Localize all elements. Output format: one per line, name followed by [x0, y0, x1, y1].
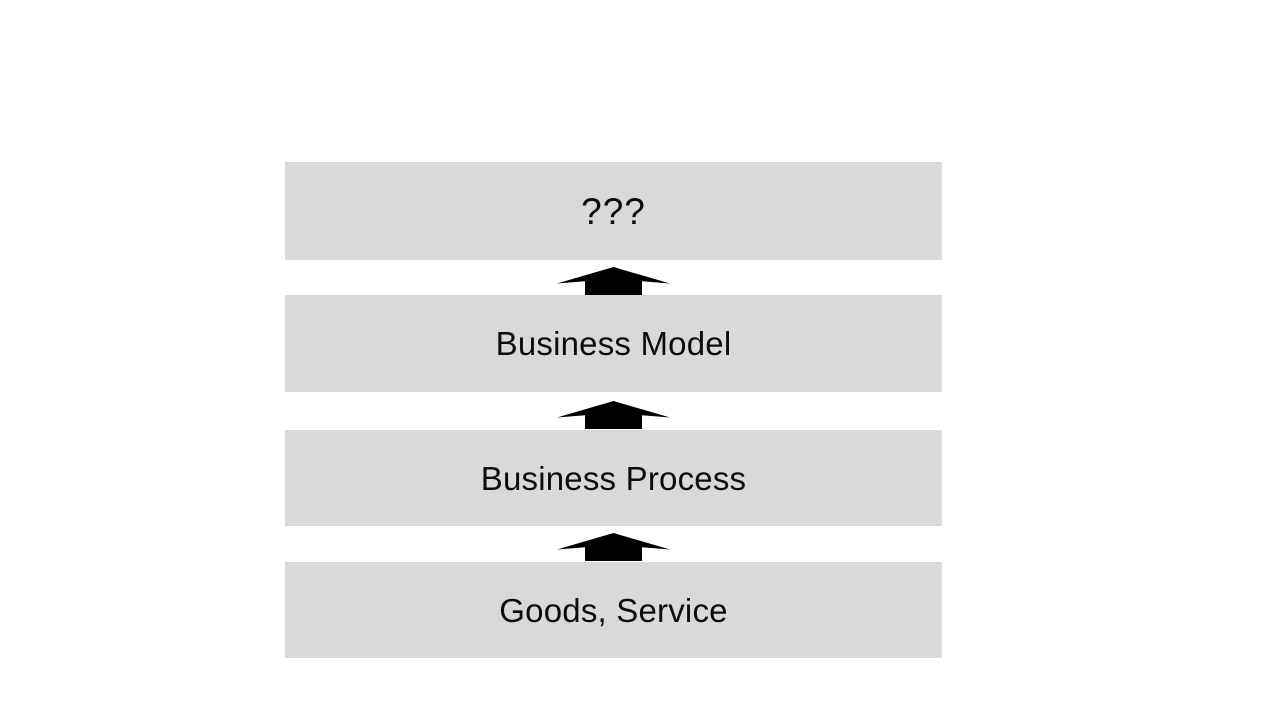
hierarchy-diagram: ??? Business Model Business Process Good… [285, 162, 942, 658]
level-box-goods-service[interactable]: Goods, Service [285, 562, 942, 658]
level-label-business-process: Business Process [480, 459, 747, 497]
level-label-unknown: ??? [581, 190, 646, 232]
up-arrow-icon [557, 531, 670, 561]
up-arrow-icon [557, 265, 670, 295]
level-box-unknown[interactable]: ??? [285, 162, 942, 260]
level-box-business-model[interactable]: Business Model [285, 295, 942, 392]
level-box-business-process[interactable]: Business Process [285, 430, 942, 526]
level-label-business-model: Business Model [495, 325, 732, 362]
level-label-goods-service: Goods, Service [499, 591, 728, 629]
up-arrow-icon [557, 399, 670, 429]
